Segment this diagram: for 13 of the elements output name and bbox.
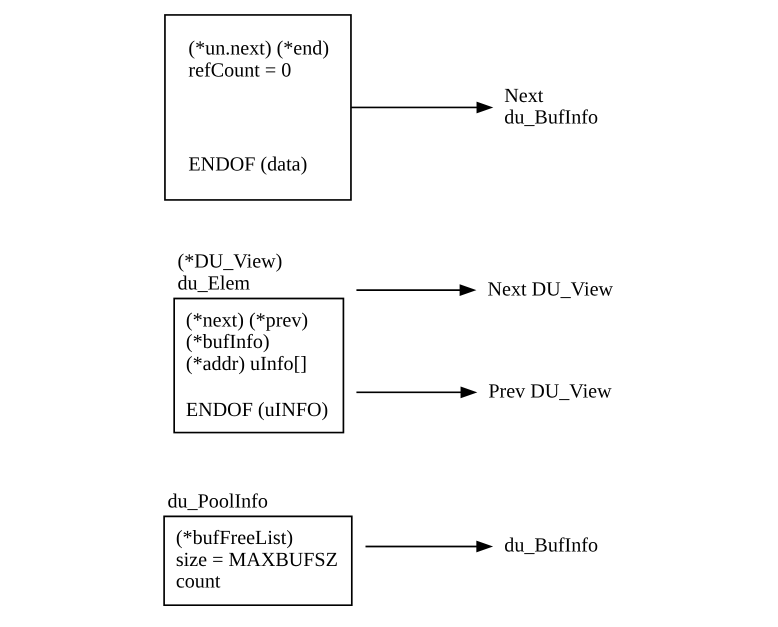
node-text: Prev DU_View bbox=[488, 380, 612, 403]
node-text: Next DU_View bbox=[487, 278, 612, 300]
node-label: (*DU_View) du_Elem bbox=[177, 250, 282, 294]
node-label: du_PoolInfo bbox=[166, 490, 268, 512]
node-text: du_BufInfo bbox=[504, 534, 598, 557]
node-box: (*un.next) (*end) refCount = 0 ENDOF (data) bbox=[164, 14, 352, 201]
node-box: (*bufFreeList) size = MAXBUFSZ count bbox=[162, 516, 352, 606]
arrow bbox=[364, 540, 493, 552]
node-box: (*next) (*prev) (*bufInfo) (*addr) uInfo[] ENDOF (uINFO) bbox=[172, 298, 344, 434]
node-text: Next du_BufInfo bbox=[504, 84, 598, 129]
arrow bbox=[356, 284, 476, 296]
arrow bbox=[351, 102, 493, 114]
arrow bbox=[356, 386, 477, 398]
